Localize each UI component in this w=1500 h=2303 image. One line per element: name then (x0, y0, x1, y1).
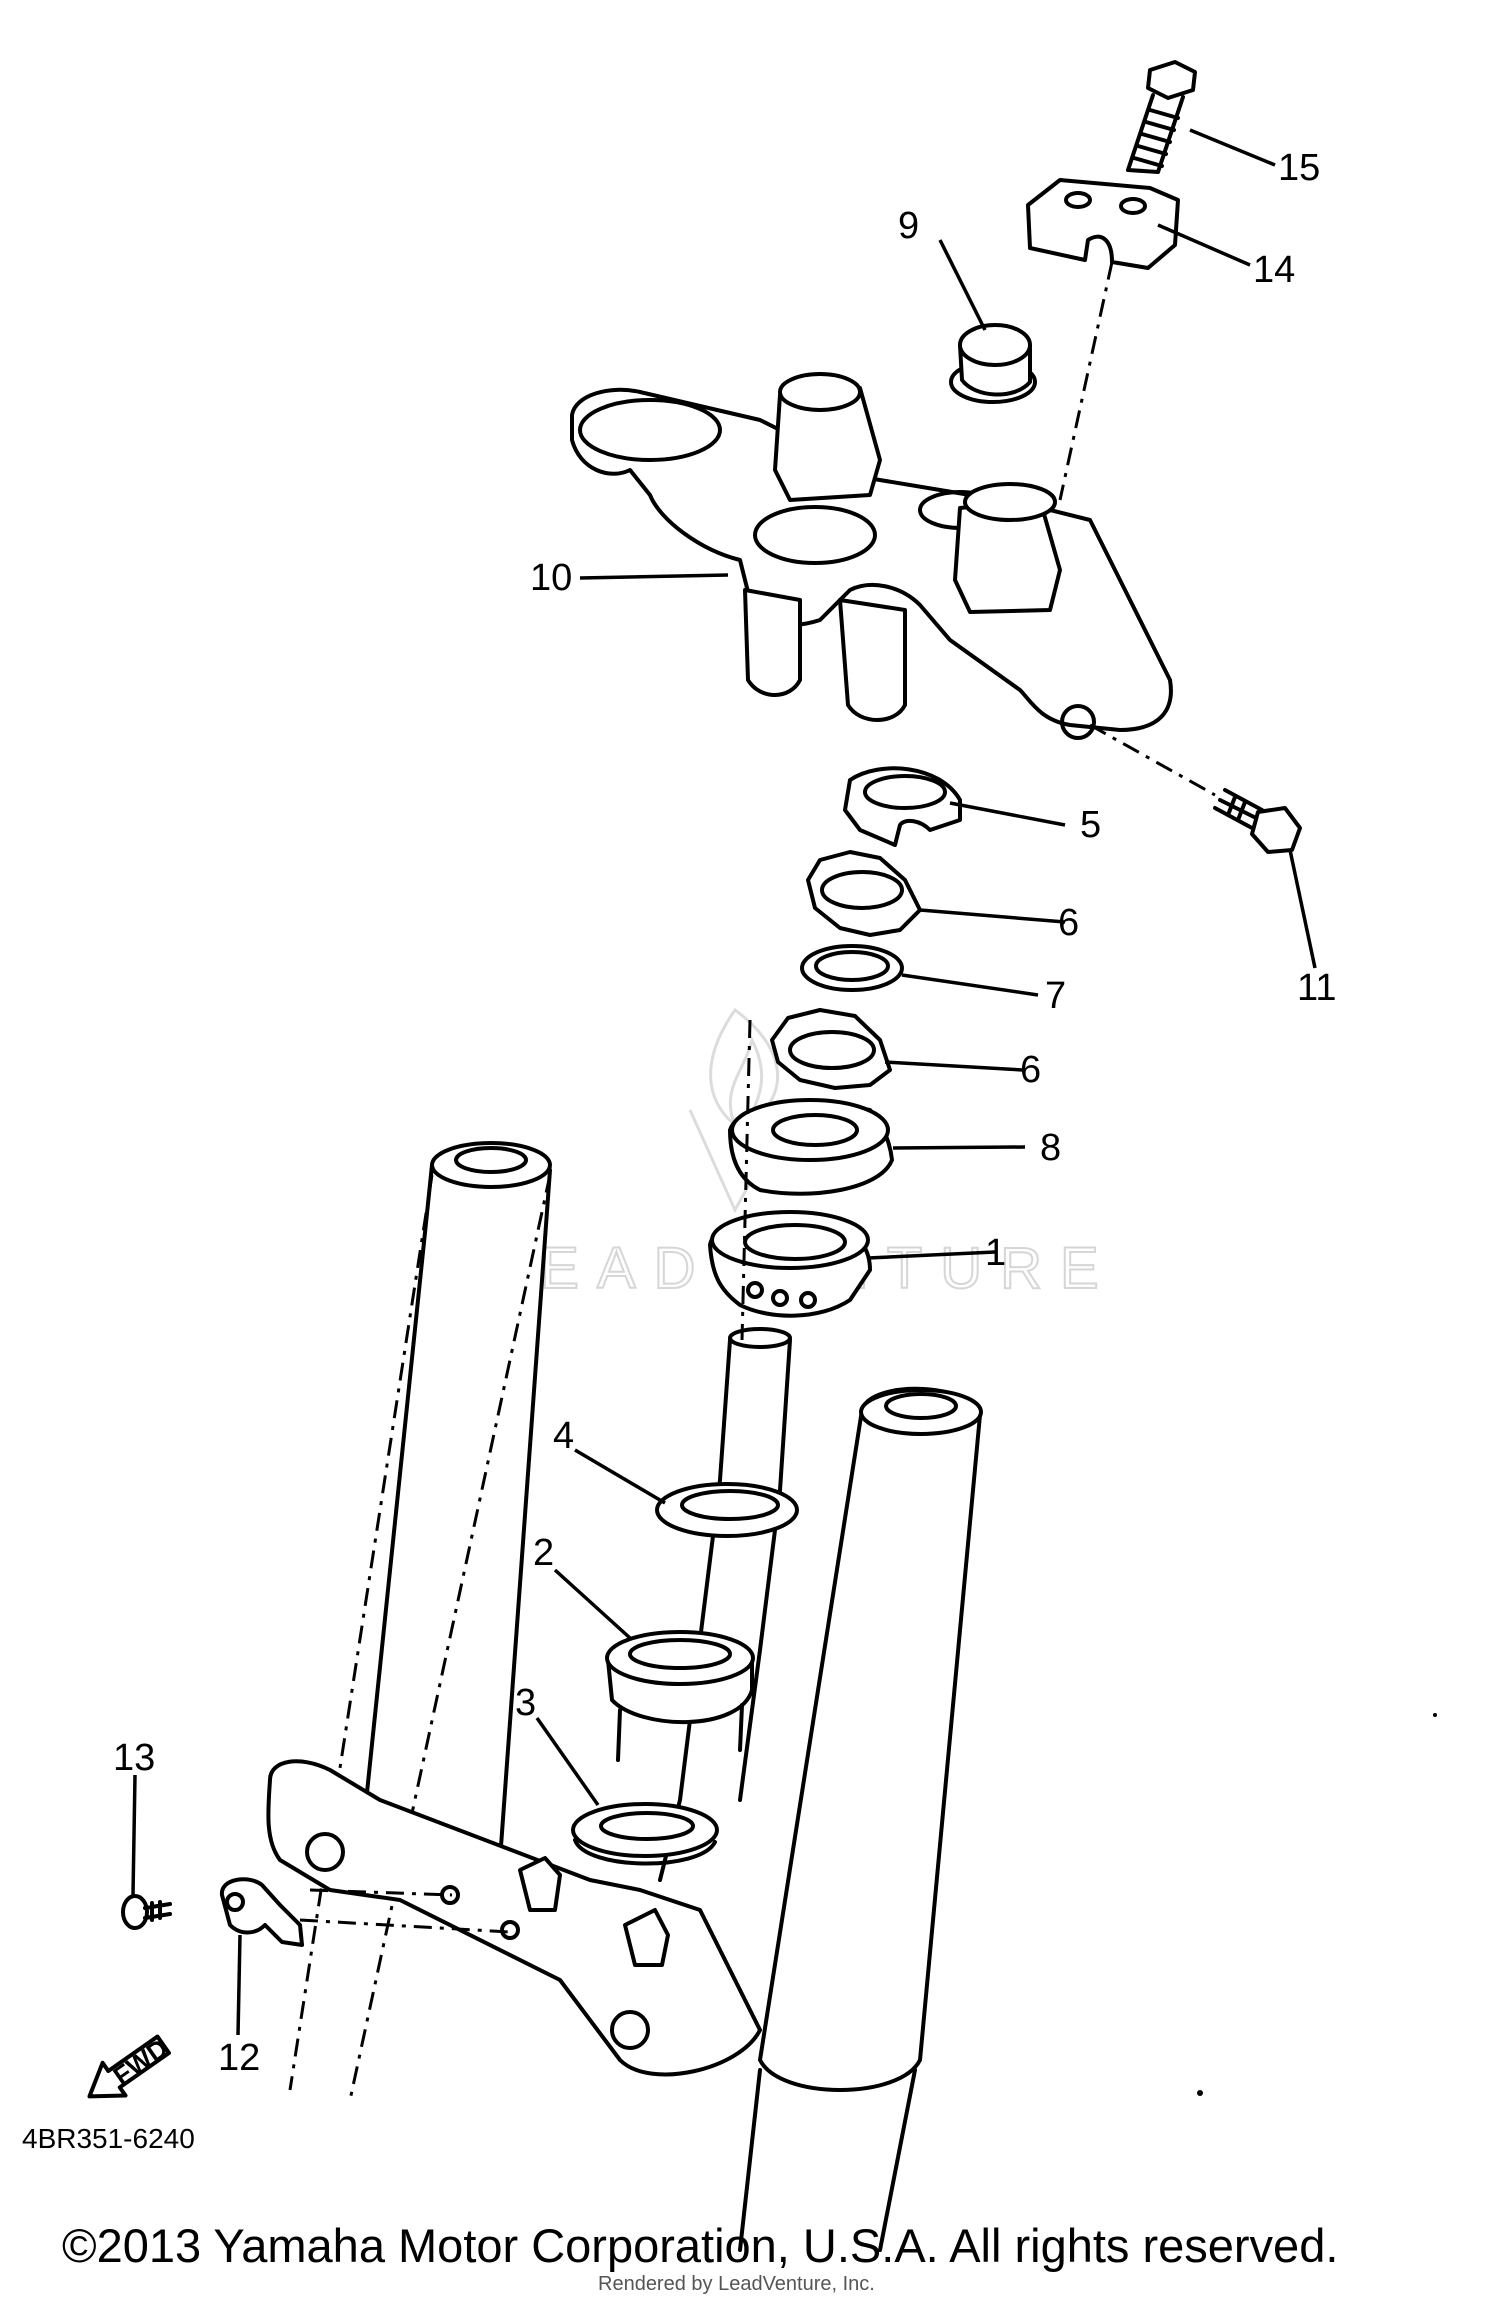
part-10-upper-bracket (570, 372, 1173, 740)
callout-6-upper: 6 (1058, 902, 1079, 944)
part-3-race (571, 1802, 719, 1866)
callout-10: 10 (530, 557, 572, 599)
fork-tube-right (738, 1386, 983, 2252)
copyright-notice: ©2013 Yamaha Motor Corporation, U.S.A. A… (62, 2219, 1338, 2272)
callout-2: 2 (533, 1532, 554, 1574)
callout-12: 12 (218, 2037, 260, 2079)
callout-8: 8 (1040, 1127, 1061, 1169)
callouts: 15 14 9 10 5 6 7 6 8 1 11 4 2 3 13 12 (113, 147, 1336, 2079)
assembly-lines (299, 261, 1216, 1934)
callout-6-lower: 6 (1020, 1049, 1041, 1091)
stray-dot (1197, 2090, 1203, 2096)
diagram-code: 4BR351-6240 (22, 2123, 195, 2154)
callout-14: 14 (1253, 249, 1295, 291)
part-14-handlebar-holder (1026, 178, 1180, 270)
part-12-clamp (220, 1877, 304, 1947)
leader-lines (131, 128, 1317, 2036)
callout-1: 1 (985, 1232, 1006, 1274)
part-9-nut (949, 323, 1037, 404)
under-bracket (266, 1759, 762, 2077)
callout-9: 9 (898, 205, 919, 247)
part-6-ring-nut-upper (806, 850, 922, 937)
callout-7: 7 (1045, 975, 1066, 1017)
fork-tube-left (288, 1141, 552, 2101)
forward-arrow-icon: FWD (87, 2033, 173, 2099)
part-8-cover (728, 1098, 894, 1196)
callout-4: 4 (553, 1415, 574, 1457)
stray-dot (1433, 1713, 1437, 1717)
part-2-bearing (605, 1630, 755, 1762)
part-11-bolt (1213, 788, 1302, 854)
part-5-lock-washer (843, 766, 962, 847)
callout-15: 15 (1278, 147, 1320, 189)
part-15-bolt (1126, 60, 1197, 174)
part-1-bearing (708, 1210, 872, 1318)
part-4-seal (655, 1482, 799, 1538)
part-7-washer (800, 944, 904, 992)
callout-5: 5 (1080, 804, 1101, 846)
steering-stem (658, 1327, 792, 1882)
callout-3: 3 (515, 1682, 536, 1724)
callout-13: 13 (113, 1737, 155, 1779)
callout-11: 11 (1297, 967, 1336, 1009)
part-6-ring-nut-lower (770, 1008, 892, 1090)
rendered-by-notice: Rendered by LeadVenture, Inc. (598, 2273, 875, 2295)
part-13-screw (121, 1894, 172, 1930)
